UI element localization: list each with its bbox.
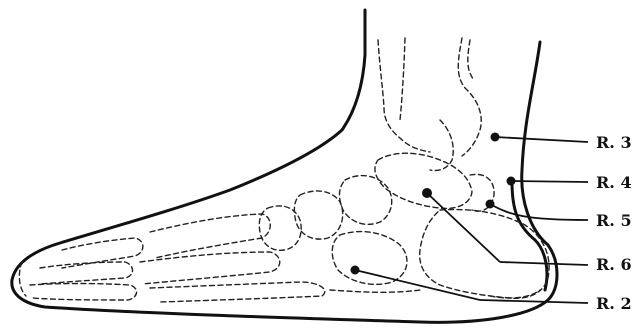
metatarsal-1 xyxy=(150,214,270,258)
medial-malleolus xyxy=(430,120,453,171)
acupoint-label: R. 4 xyxy=(596,173,632,192)
toe-tip xyxy=(19,262,26,296)
phalanges-3 xyxy=(30,284,137,301)
metatarsal-3 xyxy=(150,282,325,302)
acupoint-marker xyxy=(486,200,495,209)
acupoint-marker xyxy=(507,177,516,186)
acupoint-label: R. 3 xyxy=(596,133,632,152)
bone-outlines xyxy=(19,38,549,302)
acupoint-r4: R. 4 xyxy=(507,173,632,192)
acupoint-label: R. 2 xyxy=(596,294,632,313)
acupoint-r2: R. 2 xyxy=(351,266,632,314)
calcaneus xyxy=(420,210,549,299)
cuneiform-1 xyxy=(294,191,342,239)
talus xyxy=(375,153,472,208)
foot-outline xyxy=(12,10,557,322)
acupoint-marker xyxy=(422,188,432,198)
cuboid xyxy=(332,232,407,285)
navicular xyxy=(339,176,391,225)
fibula xyxy=(458,38,481,156)
acupoint-label: R. 5 xyxy=(596,211,632,230)
acupoint-r3: R. 3 xyxy=(491,133,632,153)
fibula-inner xyxy=(468,40,474,80)
acupoint-marker xyxy=(491,133,500,142)
tibia-back xyxy=(400,38,405,120)
metatarsal-5 xyxy=(330,290,420,292)
phalanges-2 xyxy=(40,262,133,284)
acupoint-label: R. 6 xyxy=(596,255,632,274)
acupoint-marker xyxy=(351,266,360,275)
acupoint-r5: R. 5 xyxy=(486,200,632,231)
cuneiform-2 xyxy=(259,206,301,250)
